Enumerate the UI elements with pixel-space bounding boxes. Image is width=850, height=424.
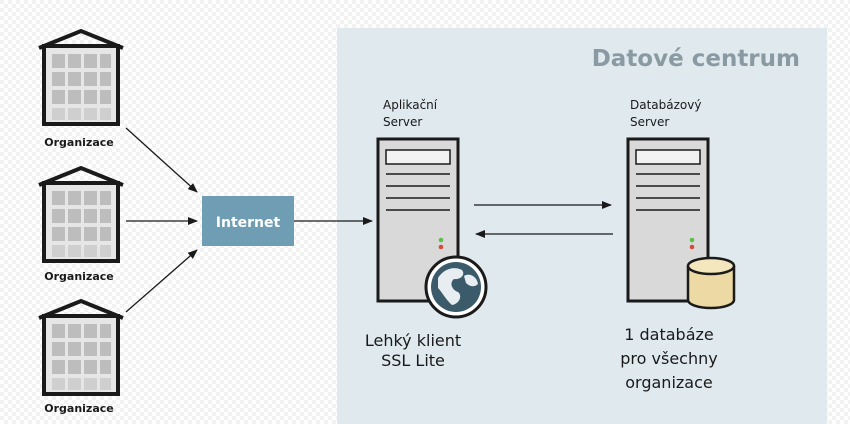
dbserver-caption-line2: pro všechny <box>620 349 717 368</box>
arrow-org1-internet <box>125 127 198 193</box>
appserver-caption-line2: SSL Lite <box>381 351 445 370</box>
building-icon <box>37 166 125 263</box>
drive-bay <box>385 149 451 165</box>
dbserver-caption-line3: organizace <box>625 373 712 392</box>
datacenter-title: Datové centrum <box>592 46 800 72</box>
building-icon <box>37 299 125 396</box>
led-red <box>689 244 695 250</box>
led-green <box>438 237 444 243</box>
internet-node: Internet <box>202 196 294 246</box>
organization-label: Organizace <box>44 402 113 415</box>
organization-label: Organizace <box>44 270 113 283</box>
organization-3: Organizace <box>37 299 125 415</box>
database-server: Databázový Server 1 databáze pro všechny… <box>620 98 736 392</box>
arrow-org3-internet <box>125 249 198 313</box>
organization-1: Organizace <box>37 29 125 149</box>
led-green <box>689 237 695 243</box>
building-icon <box>37 29 125 126</box>
internet-label: Internet <box>216 215 281 231</box>
led-red <box>438 244 444 250</box>
org-to-internet-arrows <box>125 127 198 313</box>
internet-box <box>202 196 294 246</box>
dbserver-label-line1: Databázový <box>630 98 701 112</box>
organization-2: Organizace <box>37 166 125 283</box>
organization-label: Organizace <box>44 136 113 149</box>
appserver-label-line2: Server <box>383 115 422 129</box>
database-icon <box>686 256 736 310</box>
application-server: Aplikační Server Lehký klient SSL Lite <box>365 98 488 370</box>
dbserver-caption-line1: 1 databáze <box>624 325 714 344</box>
appserver-caption-line1: Lehký klient <box>365 331 461 350</box>
drive-bay <box>635 149 701 165</box>
appserver-label-line1: Aplikační <box>383 98 438 112</box>
globe-icon <box>424 255 488 319</box>
dbserver-label-line2: Server <box>630 115 669 129</box>
